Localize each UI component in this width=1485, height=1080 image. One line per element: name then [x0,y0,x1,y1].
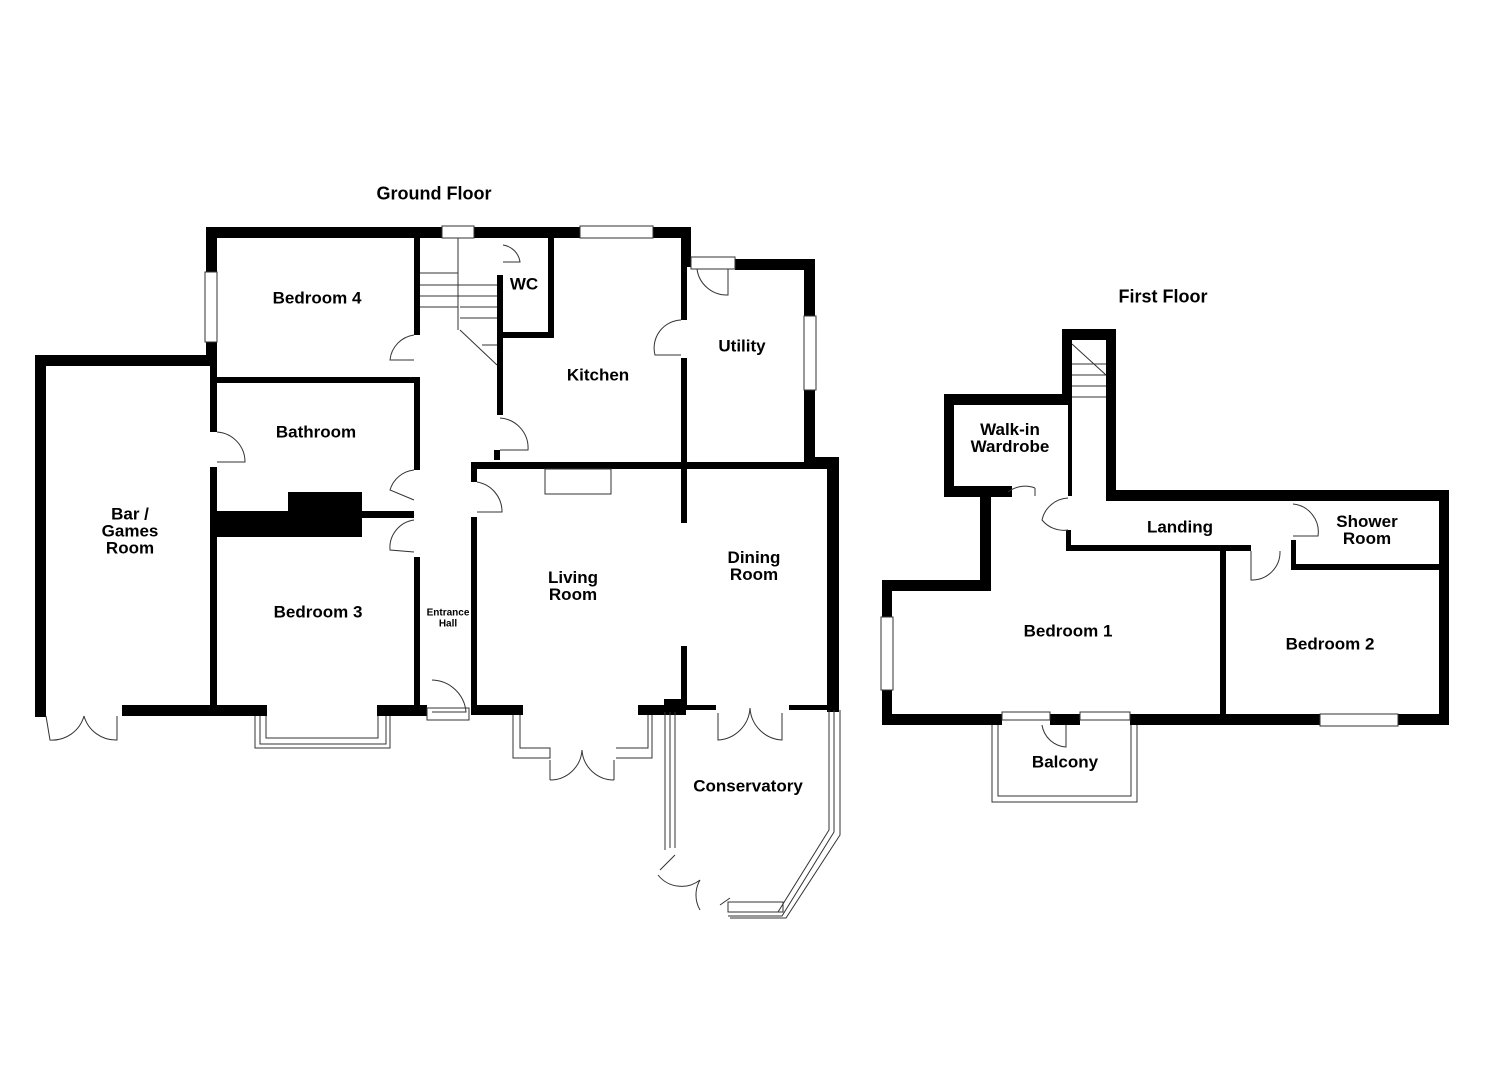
room-label-bar-games-room: Bar / Games Room [101,504,159,558]
ground-floor-title: Ground Floor [376,183,492,204]
room-label-bedroom-1: Bedroom 1 [1023,621,1113,641]
room-label-bedroom-2: Bedroom 2 [1285,634,1375,654]
room-label-bathroom: Bathroom [275,422,357,442]
ground-floor-walls [35,227,839,717]
room-label-walk-in-wardrobe: Walk-in Wardrobe [970,420,1050,456]
first-floor-title: First Floor [1118,286,1208,307]
room-label-living-room: Living Room [547,568,599,604]
room-label-landing: Landing [1146,517,1214,537]
room-label-conservatory: Conservatory [693,776,803,796]
room-label-balcony: Balcony [1031,752,1099,772]
room-label-utility: Utility [718,336,766,356]
room-label-bedroom-4: Bedroom 4 [272,288,362,308]
room-label-shower-room: Shower Room [1336,512,1398,548]
first-floor-fixtures [880,343,1399,803]
room-label-kitchen: Kitchen [566,365,630,385]
room-label-bedroom-3: Bedroom 3 [273,602,363,622]
room-label-entrance-hall: Entrance Hall [426,607,470,629]
first-floor-walls [882,329,1449,725]
room-label-dining-room: Dining Room [727,548,781,584]
ground-floor-fixtures [45,225,841,919]
room-label-wc: WC [509,274,539,294]
